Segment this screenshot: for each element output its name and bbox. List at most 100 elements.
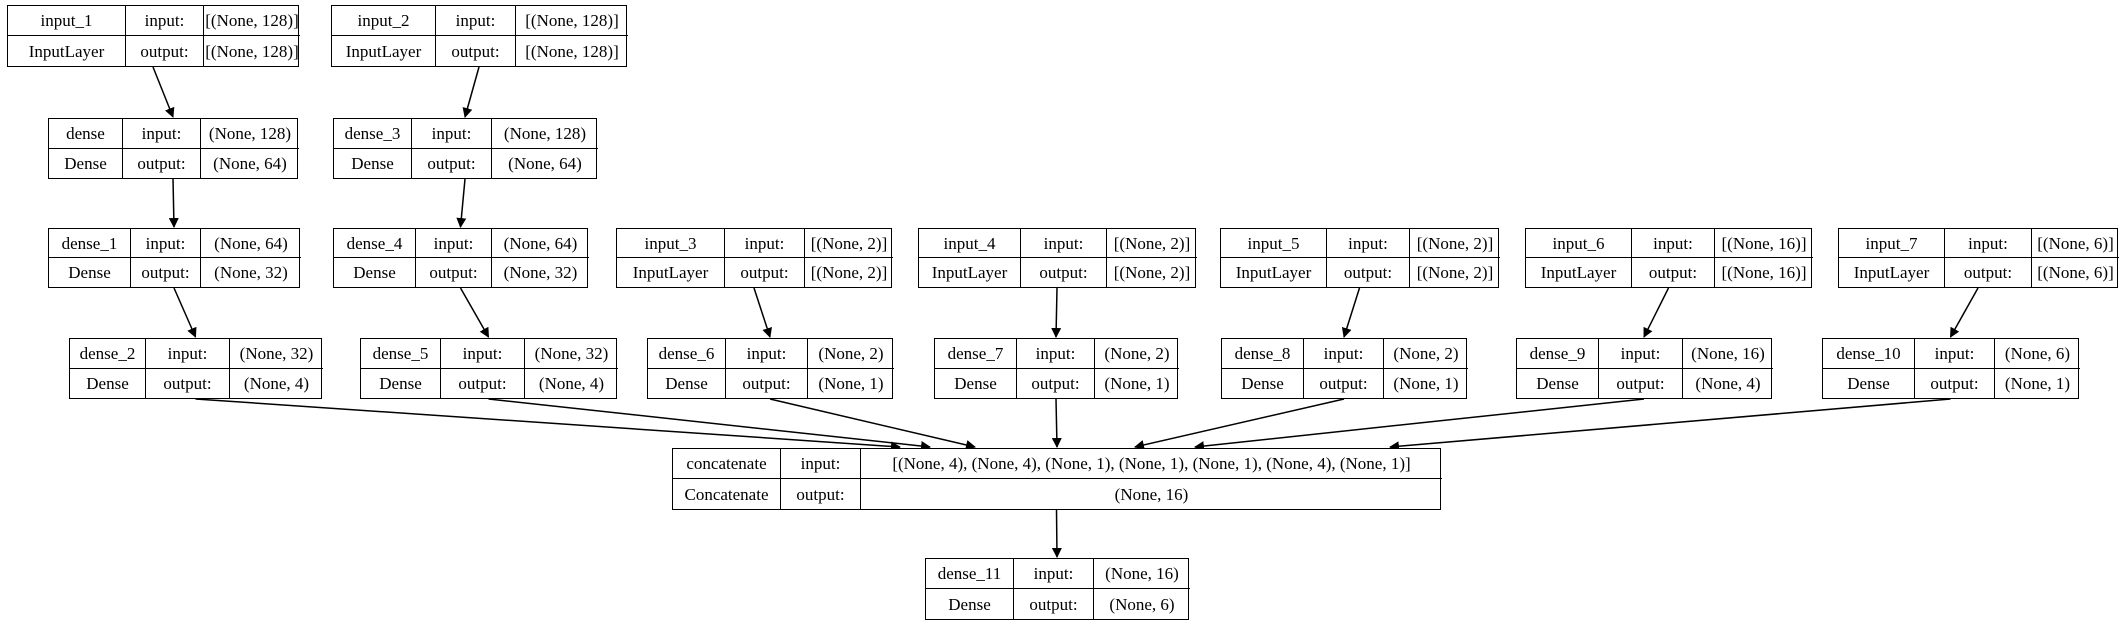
output-label: output: xyxy=(725,258,805,287)
output-label: output: xyxy=(726,368,808,398)
input-label: input: xyxy=(725,229,805,258)
edge-dense-8-to-concatenate xyxy=(1134,398,1345,450)
output-label: output: xyxy=(416,258,492,287)
input-shape: (None, 128) xyxy=(201,119,299,149)
input-label: input: xyxy=(123,119,201,149)
layer-name: dense_3 xyxy=(334,119,412,149)
input-shape: (None, 6) xyxy=(1995,339,2080,369)
layer-name: dense_9 xyxy=(1517,339,1599,369)
output-shape: (None, 1) xyxy=(818,373,884,393)
output-label: output: xyxy=(412,148,492,178)
input-label: input: xyxy=(146,339,230,369)
edge-dense-9-to-concatenate xyxy=(1194,398,1645,452)
input-shape: (None, 32) xyxy=(230,339,323,369)
edge-input-1-to-dense xyxy=(152,66,175,118)
layer-name: dense_6 xyxy=(648,339,726,369)
input-label: input: xyxy=(1915,339,1995,369)
input-shape: (None, 16) xyxy=(1683,339,1773,369)
input-shape: [(None, 128)] xyxy=(204,6,300,36)
layer-type: InputLayer xyxy=(1839,258,1945,287)
output-label: output: xyxy=(131,258,201,287)
output-shape: [(None, 2)] xyxy=(810,263,888,282)
output-shape: (None, 32) xyxy=(503,263,578,282)
input-label: input: xyxy=(726,339,808,369)
output-label: output: xyxy=(781,479,861,509)
layer-name: input_7 xyxy=(1839,229,1945,258)
edge-dense-4-to-dense-5 xyxy=(459,287,490,338)
output-shape: (None, 32) xyxy=(214,263,288,282)
output-label: output: xyxy=(1632,258,1715,287)
input-label: input: xyxy=(1017,339,1095,369)
layer-type: Dense xyxy=(334,258,416,287)
layer-name: input_5 xyxy=(1221,229,1327,258)
edge-concatenate-to-dense-11 xyxy=(1051,509,1062,558)
output-shape: (None, 1) xyxy=(2004,373,2071,393)
input-shape: [(None, 2)] xyxy=(1410,229,1500,258)
output-shape: [(None, 6)] xyxy=(2037,263,2114,282)
edge-dense-6-to-concatenate xyxy=(769,398,976,450)
output-shape: [(None, 16)] xyxy=(1721,263,1807,282)
output-label: output: xyxy=(1945,258,2032,287)
edge-input-2-to-dense-3 xyxy=(462,66,480,118)
input-shape: [(None, 2)] xyxy=(805,229,893,258)
input-label: input: xyxy=(1021,229,1107,258)
output-label: output: xyxy=(1017,368,1095,398)
output-label: output: xyxy=(126,36,204,66)
input-label: input: xyxy=(416,229,492,258)
input-label: input: xyxy=(436,6,516,36)
input-shape: (None, 64) xyxy=(492,229,589,258)
output-shape: (None, 4) xyxy=(538,373,605,393)
output-shape: (None, 1) xyxy=(1104,373,1170,393)
input-label: input: xyxy=(1014,559,1094,589)
output-shape: (None, 64) xyxy=(508,153,582,173)
input-label: input: xyxy=(412,119,492,149)
layer-name: concatenate xyxy=(673,449,781,479)
layer-name: dense_4 xyxy=(334,229,416,258)
input-shape: [(None, 4), (None, 4), (None, 1), (None,… xyxy=(861,449,1442,479)
layer-type: Dense xyxy=(49,258,131,287)
input-shape: [(None, 128)] xyxy=(516,6,628,36)
layer-name: dense_2 xyxy=(70,339,146,369)
layer-type: Dense xyxy=(1823,368,1915,398)
layer-name: dense_8 xyxy=(1222,339,1304,369)
layer-name: input_4 xyxy=(919,229,1021,258)
layer-type: Dense xyxy=(361,368,441,398)
layer-type: InputLayer xyxy=(8,36,126,66)
layer-type: InputLayer xyxy=(1221,258,1327,287)
layer-type: Dense xyxy=(926,589,1014,619)
output-shape: (None, 16) xyxy=(1114,484,1189,504)
layer-type: Dense xyxy=(70,368,146,398)
input-label: input: xyxy=(1304,339,1384,369)
output-label: output: xyxy=(1599,368,1683,398)
output-label: output: xyxy=(1304,368,1384,398)
layer-type: Dense xyxy=(1222,368,1304,398)
layer-type: InputLayer xyxy=(617,258,725,287)
output-shape: [(None, 128)] xyxy=(205,41,299,61)
input-label: input: xyxy=(126,6,204,36)
edge-dense-1-to-dense-2 xyxy=(173,287,197,338)
edge-dense-3-to-dense-4 xyxy=(456,178,467,228)
input-shape: (None, 2) xyxy=(1384,339,1468,369)
edge-dense-5-to-concatenate xyxy=(488,398,931,451)
edge-dense-7-to-concatenate xyxy=(1051,398,1062,448)
input-shape: (None, 32) xyxy=(525,339,618,369)
edge-dense-10-to-concatenate xyxy=(1389,398,1951,452)
edge-input-5-to-dense-8 xyxy=(1341,287,1361,338)
edge-input-4-to-dense-7 xyxy=(1051,287,1062,338)
layer-type: InputLayer xyxy=(1526,258,1632,287)
output-shape: (None, 1) xyxy=(1393,373,1459,393)
layer-type: Dense xyxy=(1517,368,1599,398)
output-shape: (None, 4) xyxy=(243,373,310,393)
layer-type: Dense xyxy=(334,148,412,178)
